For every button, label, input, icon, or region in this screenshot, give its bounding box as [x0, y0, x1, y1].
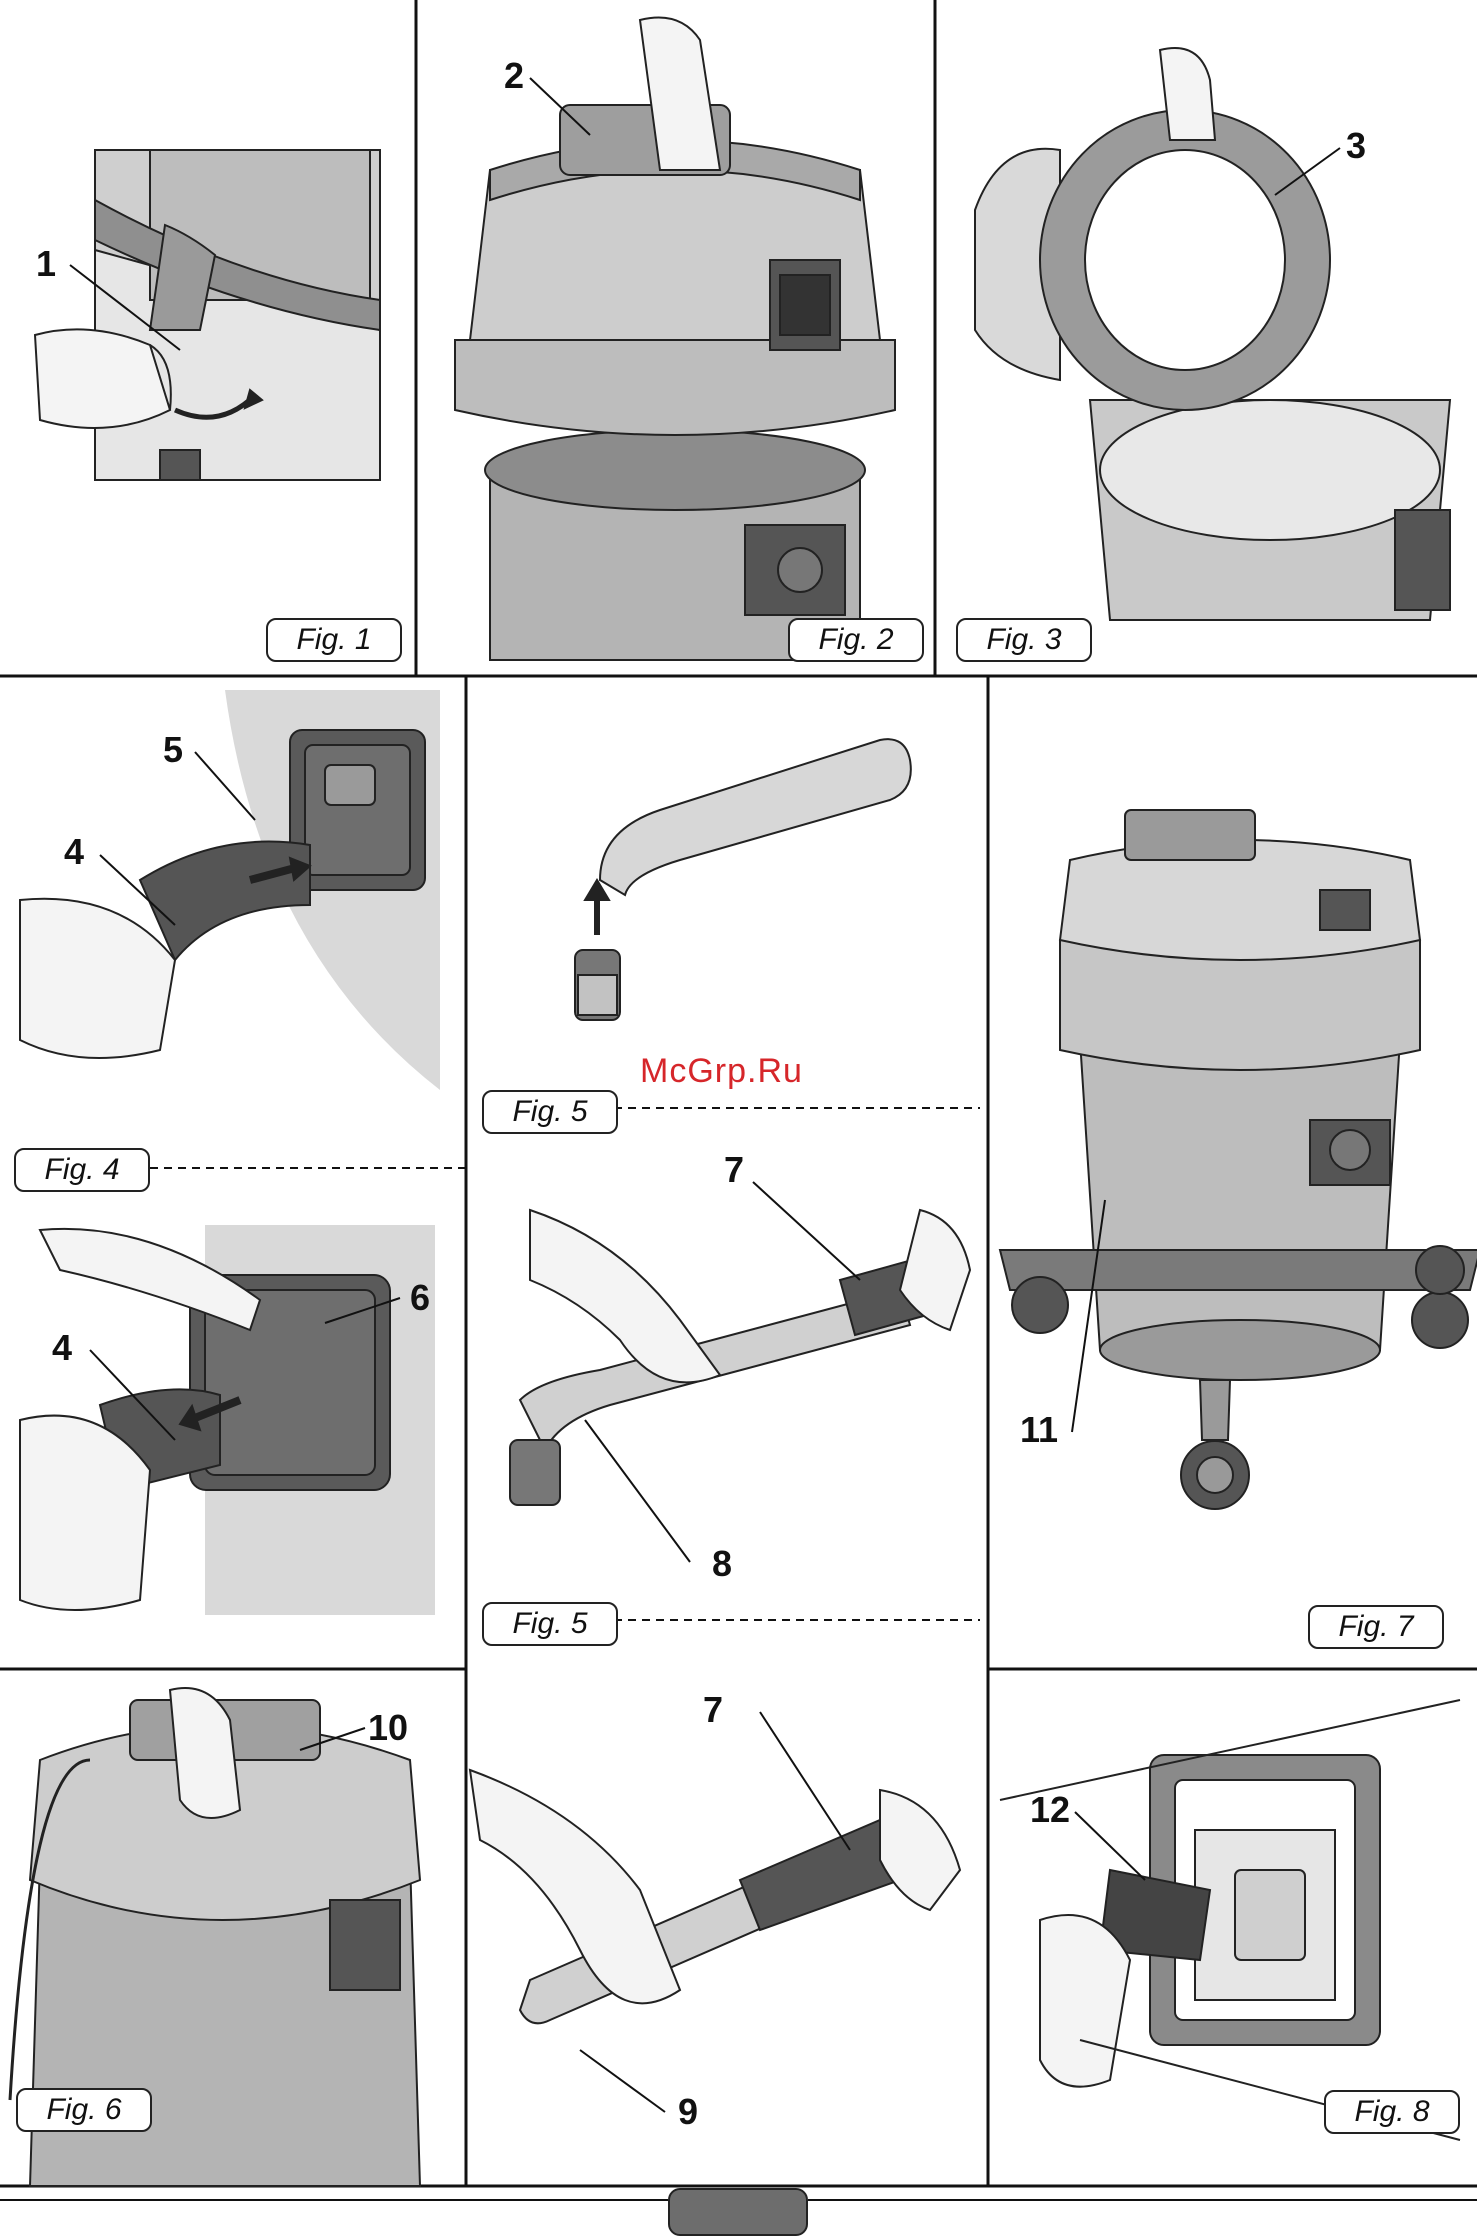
callout-10: 10: [368, 1710, 408, 1746]
fig7-label: Fig. 7: [1308, 1605, 1444, 1649]
fig5-label-lower: Fig. 5: [482, 1602, 618, 1646]
fig7-illustration: [1000, 810, 1477, 1509]
callout-3: 3: [1346, 128, 1366, 164]
fig4-label: Fig. 4: [14, 1148, 150, 1192]
fig5-middle-illustration: [510, 1210, 970, 1505]
callout-4-upper: 4: [64, 834, 84, 870]
page-tab: [668, 2188, 808, 2236]
callout-7-lower: 7: [703, 1692, 723, 1728]
fig4-upper-illustration: [20, 690, 440, 1090]
fig2-label: Fig. 2: [788, 618, 924, 662]
fig3-label: Fig. 3: [956, 618, 1092, 662]
callout-6: 6: [410, 1280, 430, 1316]
callout-2: 2: [504, 58, 524, 94]
callout-5: 5: [163, 732, 183, 768]
fig5-label-upper: Fig. 5: [482, 1090, 618, 1134]
watermark-text: McGrp.Ru: [640, 1052, 803, 1091]
callout-4-lower: 4: [52, 1330, 72, 1366]
fig8-illustration: [1000, 1700, 1460, 2140]
callout-1: 1: [36, 246, 56, 282]
fig6-label: Fig. 6: [16, 2088, 152, 2132]
fig4-lower-illustration: [20, 1225, 435, 1615]
callout-8: 8: [712, 1546, 732, 1582]
fig2-illustration: [455, 18, 895, 661]
fig5-lower-illustration: [470, 1770, 960, 2023]
fig1-label: Fig. 1: [266, 618, 402, 662]
callout-9: 9: [678, 2094, 698, 2130]
fig3-illustration: [975, 48, 1450, 620]
fig5-upper-illustration: [575, 739, 911, 1020]
callout-7-upper: 7: [724, 1152, 744, 1188]
fig8-label: Fig. 8: [1324, 2090, 1460, 2134]
fig1-illustration: [35, 150, 380, 480]
callout-11: 11: [1020, 1412, 1058, 1448]
callout-12: 12: [1030, 1792, 1070, 1828]
